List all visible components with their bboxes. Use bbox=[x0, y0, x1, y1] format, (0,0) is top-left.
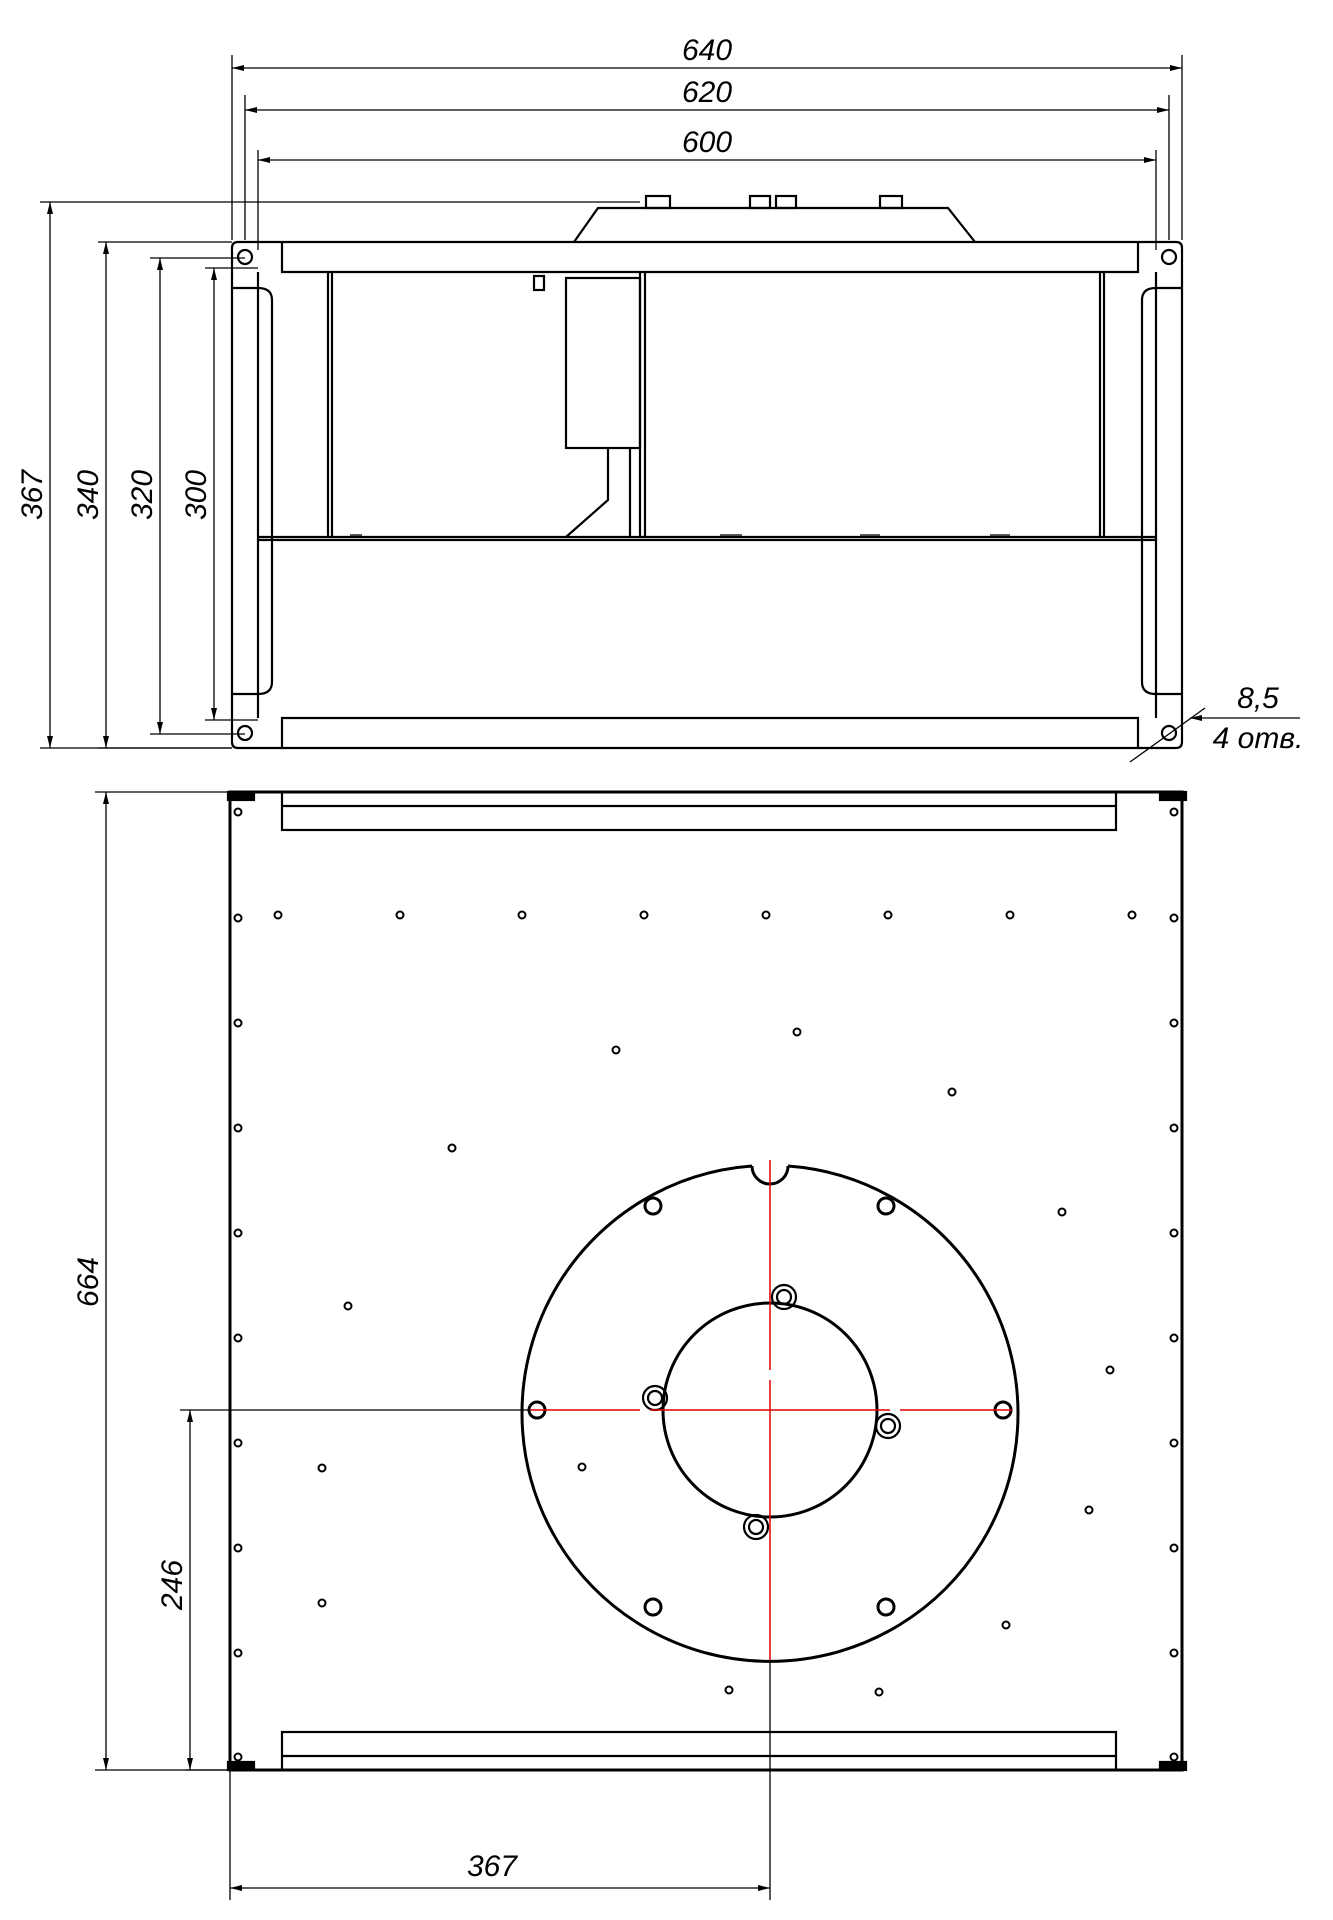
small-hole bbox=[343, 1301, 353, 1311]
small-hole bbox=[317, 1598, 327, 1608]
small-hole bbox=[1169, 913, 1179, 923]
small-hole bbox=[1169, 1438, 1179, 1448]
small-hole bbox=[1127, 910, 1137, 920]
dim-label-600: 600 bbox=[682, 126, 732, 159]
small-hole bbox=[1169, 1333, 1179, 1343]
terminal-box bbox=[573, 194, 976, 243]
small-hole bbox=[1169, 1543, 1179, 1553]
corner-holes bbox=[236, 248, 1178, 742]
dim-label-640: 640 bbox=[682, 34, 732, 67]
small-hole bbox=[947, 1087, 957, 1097]
small-hole bbox=[1169, 807, 1179, 817]
center-lines bbox=[530, 1160, 1012, 1660]
hole-count-label: 4 отв. bbox=[1213, 722, 1304, 755]
dim-label-367-bottom: 367 bbox=[467, 1850, 518, 1883]
rails bbox=[226, 790, 1188, 1772]
small-hole bbox=[1005, 910, 1015, 920]
dimension-lines-top bbox=[232, 65, 1182, 163]
small-hole bbox=[447, 1143, 457, 1153]
small-hole bbox=[317, 1463, 327, 1473]
extension-lines-top bbox=[231, 55, 1183, 250]
small-hole bbox=[577, 1462, 587, 1472]
dimension-lines-left bbox=[47, 202, 217, 748]
small-hole bbox=[1084, 1505, 1094, 1515]
small-hole bbox=[1169, 1648, 1179, 1658]
small-hole bbox=[1169, 1752, 1179, 1762]
dim-label-367: 367 bbox=[16, 469, 49, 520]
small-hole bbox=[233, 1123, 243, 1133]
small-hole bbox=[1105, 1365, 1115, 1375]
hole-diameter-label: 8,5 bbox=[1237, 682, 1279, 715]
small-hole bbox=[517, 910, 527, 920]
small-hole bbox=[792, 1027, 802, 1037]
small-hole bbox=[233, 1333, 243, 1343]
small-hole bbox=[1057, 1207, 1067, 1217]
dim-label-620: 620 bbox=[682, 76, 732, 109]
small-hole bbox=[273, 910, 283, 920]
capacitor-box bbox=[532, 274, 642, 538]
extension-lines-left bbox=[40, 201, 640, 749]
dim-label-320: 320 bbox=[126, 470, 159, 520]
dim-label-340: 340 bbox=[72, 470, 105, 520]
base-plate bbox=[228, 790, 1184, 1772]
small-hole bbox=[761, 910, 771, 920]
small-hole bbox=[233, 1752, 243, 1762]
small-holes bbox=[233, 807, 1179, 1762]
bottom-dimensions bbox=[95, 791, 771, 1900]
small-hole bbox=[611, 1045, 621, 1055]
casing-frame bbox=[230, 240, 1184, 750]
small-hole bbox=[233, 1438, 243, 1448]
small-hole bbox=[639, 910, 649, 920]
small-hole bbox=[1001, 1620, 1011, 1630]
small-hole bbox=[233, 807, 243, 817]
top-view: 640 620 600 367 340 320 300 bbox=[16, 34, 1304, 763]
dim-label-300: 300 bbox=[180, 470, 213, 520]
small-hole bbox=[233, 913, 243, 923]
hole-callout: 8,5 4 отв. bbox=[1129, 682, 1304, 763]
bottom-view: 664 246 367 bbox=[72, 790, 1188, 1900]
fixing-marks bbox=[350, 271, 1010, 536]
small-hole bbox=[233, 1228, 243, 1238]
small-hole bbox=[1169, 1018, 1179, 1028]
small-hole bbox=[883, 910, 893, 920]
dim-label-246: 246 bbox=[156, 1560, 189, 1611]
small-hole bbox=[1169, 1123, 1179, 1133]
small-hole bbox=[395, 910, 405, 920]
dim-label-664: 664 bbox=[72, 1257, 105, 1307]
small-hole bbox=[1169, 1228, 1179, 1238]
small-hole bbox=[874, 1687, 884, 1697]
small-hole bbox=[233, 1018, 243, 1028]
small-hole bbox=[233, 1543, 243, 1553]
small-hole bbox=[724, 1685, 734, 1695]
small-hole bbox=[233, 1648, 243, 1658]
